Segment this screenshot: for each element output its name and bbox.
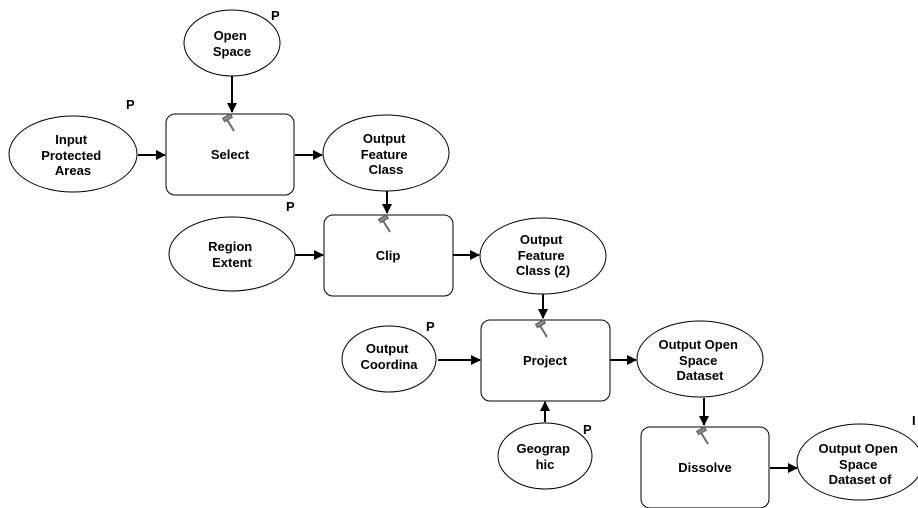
node-input-protected-areas[interactable]: Input Protected Areas bbox=[8, 115, 138, 193]
node-region-extent-line-2: Extent bbox=[212, 255, 252, 270]
svg-text:Output Coordina: Output Coordina bbox=[360, 341, 418, 372]
tool-clip[interactable]: Clip bbox=[323, 214, 454, 297]
svg-text:Output Feature Cla: Output Feature Class bbox=[361, 131, 412, 177]
node-output-os-dataset-line-2: Space bbox=[679, 353, 717, 368]
node-output-os-dataset-line-3: Dataset bbox=[677, 368, 725, 383]
tool-dissolve[interactable]: Dissolve bbox=[640, 426, 770, 508]
node-region-extent[interactable]: Region Extent bbox=[168, 216, 296, 292]
node-output-fc-line-1: Output bbox=[363, 131, 406, 146]
parameter-marker-geographic: P bbox=[583, 422, 592, 437]
svg-text:Geograp hic: Geograp hic bbox=[516, 441, 573, 472]
node-output-os-dataset-of-line-3: Dataset of bbox=[829, 472, 893, 487]
parameter-marker-region-extent: P bbox=[286, 199, 295, 214]
node-output-coordina-line-2: Coordina bbox=[360, 357, 418, 372]
parameter-marker-output-os-dataset-of: I bbox=[912, 413, 916, 428]
node-input-protected-line-1: Input bbox=[55, 132, 87, 147]
node-output-feature-class[interactable]: Output Feature Class bbox=[322, 114, 450, 192]
svg-text:Output Feature Cla: Output Feature Class (2) bbox=[516, 232, 570, 278]
node-output-open-space-dataset[interactable]: Output Open Space Dataset bbox=[636, 320, 764, 398]
node-region-extent-line-1: Region bbox=[208, 239, 252, 254]
svg-text:Open Space: Open Space bbox=[213, 28, 251, 59]
hammer-icon bbox=[221, 113, 235, 132]
svg-text:Input Protected Ar: Input Protected Areas bbox=[41, 132, 105, 178]
node-output-fc2-line-3: Class (2) bbox=[516, 263, 570, 278]
tool-dissolve-label: Dissolve bbox=[678, 460, 731, 475]
node-geographic-line-1: Geograp bbox=[516, 441, 570, 456]
node-output-open-space-dataset-of[interactable]: Output Open Space Dataset of bbox=[796, 423, 918, 501]
node-input-protected-line-3: Areas bbox=[55, 163, 91, 178]
node-output-os-dataset-of-line-2: Space bbox=[839, 457, 877, 472]
node-output-coordina[interactable]: Output Coordina bbox=[341, 325, 437, 393]
node-output-fc-line-3: Class bbox=[369, 162, 404, 177]
hammer-icon bbox=[534, 319, 548, 338]
node-input-protected-line-2: Protected bbox=[41, 148, 101, 163]
tool-clip-label: Clip bbox=[376, 248, 401, 263]
node-geographic-line-2: hic bbox=[536, 457, 555, 472]
node-output-fc2-line-2: Feature bbox=[518, 248, 565, 263]
node-output-os-dataset-of-line-1: Output Open bbox=[818, 441, 897, 456]
node-output-fc2-line-1: Output bbox=[520, 232, 563, 247]
tool-project[interactable]: Project bbox=[480, 319, 611, 402]
node-open-space-line-1: Open bbox=[214, 28, 247, 43]
node-output-os-dataset-line-1: Output Open bbox=[658, 337, 737, 352]
svg-text:Region Extent: Region Extent bbox=[208, 239, 256, 270]
node-open-space[interactable]: Open Space bbox=[183, 9, 281, 77]
node-output-coordina-line-1: Output bbox=[366, 341, 409, 356]
tool-select-label: Select bbox=[211, 147, 250, 162]
hammer-icon bbox=[695, 426, 709, 445]
svg-text:Output Open Space: Output Open Space Dataset of bbox=[818, 441, 901, 487]
parameter-marker-input-protected: P bbox=[126, 97, 135, 112]
node-output-fc-line-2: Feature bbox=[361, 147, 408, 162]
node-open-space-line-2: Space bbox=[213, 44, 251, 59]
hammer-icon bbox=[377, 214, 391, 233]
parameter-marker-output-coordina: P bbox=[426, 319, 435, 334]
node-geographic[interactable]: Geograp hic bbox=[497, 422, 593, 490]
tool-project-label: Project bbox=[523, 353, 568, 368]
parameter-marker-open-space: P bbox=[271, 8, 280, 23]
node-output-feature-class-2[interactable]: Output Feature Class (2) bbox=[479, 217, 607, 295]
svg-text:Output Open Space: Output Open Space Dataset bbox=[658, 337, 741, 383]
tool-select[interactable]: Select bbox=[165, 113, 295, 196]
